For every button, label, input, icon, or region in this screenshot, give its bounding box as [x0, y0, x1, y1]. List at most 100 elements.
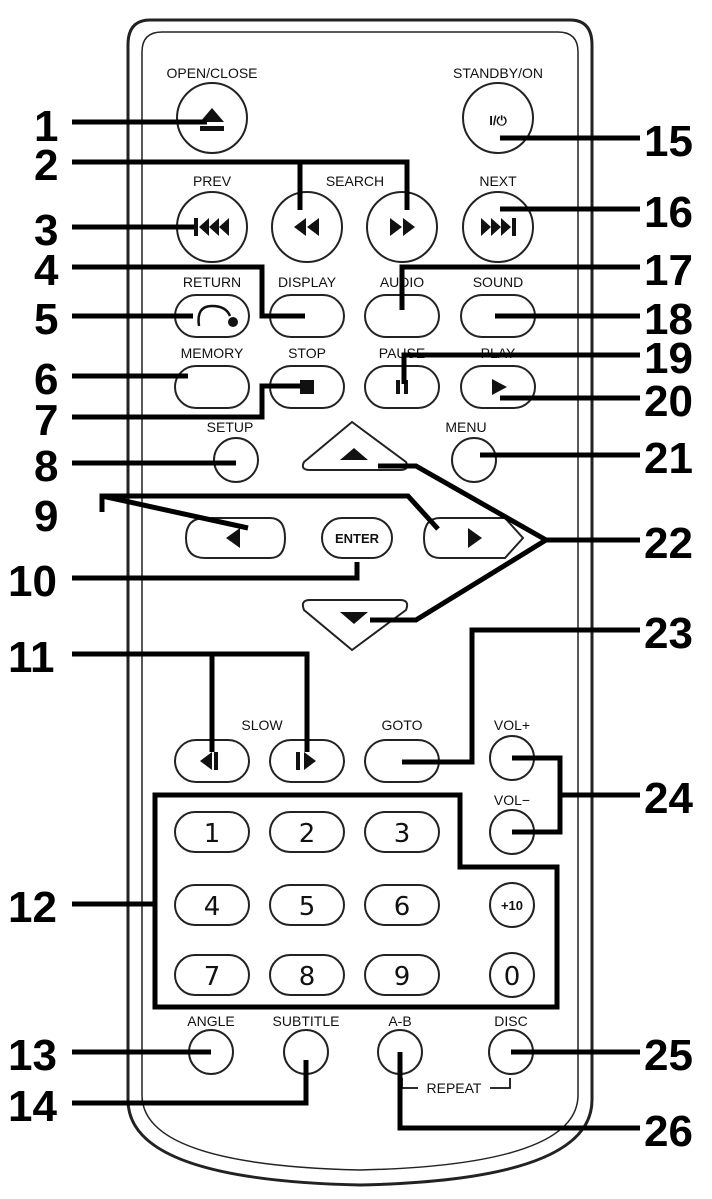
- callout-24: 24: [644, 774, 693, 823]
- rewind-icon: [294, 218, 319, 236]
- up-arrow-icon: [340, 448, 368, 460]
- digit-6-button[interactable]: [364, 884, 440, 926]
- plus10-label: +10: [501, 898, 523, 913]
- label-search: SEARCH: [326, 173, 384, 189]
- digit-4-button[interactable]: [174, 884, 250, 926]
- leader-17: [399, 264, 640, 310]
- callout-20: 20: [644, 377, 693, 426]
- digit-1: 1: [204, 819, 221, 849]
- callout-22: 22: [644, 519, 693, 568]
- right-arrow-icon: [468, 528, 482, 548]
- callout-2: 2: [34, 141, 58, 190]
- callout-7: 7: [34, 396, 58, 445]
- callout-15: 15: [644, 117, 693, 166]
- label-vol-up: VOL+: [494, 717, 530, 733]
- callout-6: 6: [34, 355, 58, 404]
- leader-26: [397, 1052, 640, 1131]
- slow-back-icon: [200, 752, 218, 770]
- label-repeat: REPEAT: [427, 1080, 482, 1096]
- return-icon-dot: [228, 317, 238, 327]
- digit-8: 8: [299, 962, 316, 992]
- leader-4: [72, 264, 305, 319]
- callout-12: 12: [8, 883, 57, 932]
- digit-5-button[interactable]: [269, 884, 345, 926]
- label-angle: ANGLE: [187, 1013, 234, 1029]
- label-memory: MEMORY: [181, 345, 244, 361]
- digit-9-button[interactable]: [364, 954, 440, 996]
- callout-14: 14: [8, 1082, 57, 1131]
- callout-21: 21: [644, 434, 693, 483]
- digit-7: 7: [204, 962, 221, 992]
- label-sound: SOUND: [473, 274, 524, 290]
- label-ab: A-B: [388, 1013, 411, 1029]
- label-stop: STOP: [288, 345, 326, 361]
- digit-2-button[interactable]: [269, 811, 345, 853]
- callout-8: 8: [34, 442, 58, 491]
- leader-10: [72, 562, 360, 581]
- leader-19: [401, 352, 640, 384]
- leader-23: [402, 627, 640, 765]
- leader-7: [72, 383, 300, 420]
- fast-forward-icon: [390, 218, 415, 236]
- callout-19: 19: [644, 334, 693, 383]
- callout-3: 3: [34, 206, 58, 255]
- label-display: DISPLAY: [278, 274, 337, 290]
- callout-11: 11: [8, 633, 55, 682]
- leader-9: [99, 493, 440, 531]
- label-subtitle: SUBTITLE: [273, 1013, 340, 1029]
- down-button[interactable]: [301, 599, 409, 652]
- callout-25: 25: [644, 1031, 693, 1080]
- label-menu: MENU: [445, 419, 486, 435]
- callout-18: 18: [644, 295, 693, 344]
- play-icon: [492, 379, 507, 395]
- digit-3-button[interactable]: [364, 811, 440, 853]
- skip-back-icon: [194, 218, 229, 236]
- leader-11: [72, 651, 310, 752]
- stop-icon: [300, 380, 314, 394]
- callout-23: 23: [644, 609, 693, 658]
- leader-2: [72, 159, 410, 210]
- digit-0-button[interactable]: [489, 952, 535, 998]
- label-open-close: OPEN/CLOSE: [166, 65, 257, 81]
- digit-2: 2: [299, 819, 316, 849]
- label-slow: SLOW: [241, 717, 283, 733]
- down-arrow-icon: [340, 612, 368, 624]
- label-return: RETURN: [183, 274, 241, 290]
- callout-17: 17: [644, 246, 693, 295]
- digit-5: 5: [299, 892, 316, 922]
- callout-5: 5: [34, 295, 58, 344]
- label-standby-on: STANDBY/ON: [453, 65, 543, 81]
- keypad-bracket: [152, 792, 560, 1010]
- left-arrow-icon: [226, 528, 240, 548]
- digit-8-button[interactable]: [269, 954, 345, 996]
- label-vol-down: VOL−: [494, 792, 530, 808]
- callout-10: 10: [8, 557, 57, 606]
- return-icon: [197, 304, 232, 327]
- leader-22: [370, 463, 640, 623]
- menu-button[interactable]: [451, 437, 497, 483]
- setup-button[interactable]: [213, 437, 259, 483]
- digit-4: 4: [204, 892, 221, 922]
- leader-24: [512, 755, 640, 835]
- enter-label: ENTER: [335, 531, 380, 546]
- callout-26: 26: [644, 1107, 693, 1156]
- memory-button[interactable]: [174, 365, 250, 409]
- digit-0: 0: [504, 962, 521, 992]
- callout-9: 9: [34, 492, 58, 541]
- callout-13: 13: [8, 1031, 57, 1080]
- digit-7-button[interactable]: [174, 954, 250, 996]
- eject-icon: [200, 108, 224, 131]
- callout-1: 1: [34, 102, 58, 151]
- label-setup: SETUP: [207, 419, 254, 435]
- digit-9: 9: [394, 962, 411, 992]
- digit-1-button[interactable]: [174, 811, 250, 853]
- skip-forward-icon: [481, 218, 516, 236]
- plus10-button[interactable]: [489, 882, 535, 928]
- label-prev: PREV: [193, 173, 232, 189]
- digit-3: 3: [394, 819, 411, 849]
- slow-forward-icon: [296, 752, 316, 770]
- enter-button[interactable]: [321, 517, 393, 559]
- power-icon: I/⏻: [489, 113, 507, 128]
- leader-14: [72, 1060, 309, 1106]
